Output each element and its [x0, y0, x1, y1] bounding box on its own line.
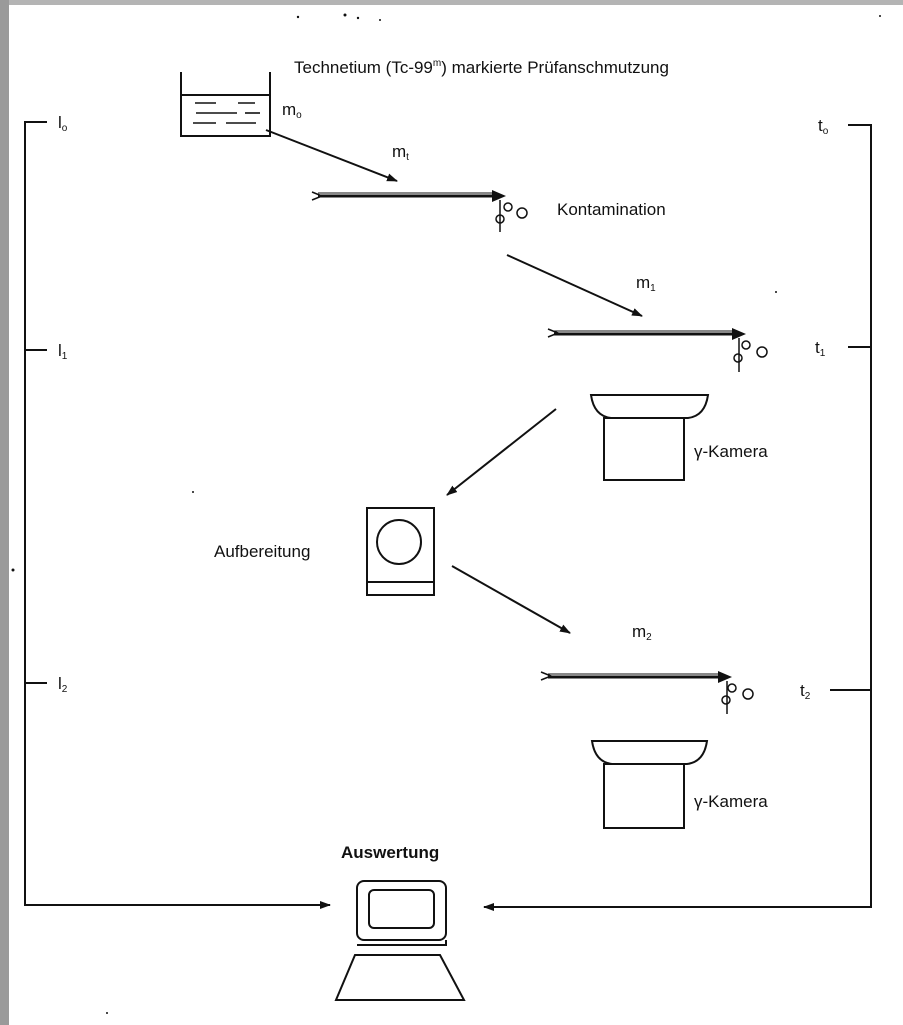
right-label-t2: t2 — [800, 681, 811, 702]
surgical-instrument-icon — [311, 190, 528, 232]
label-mt: mt — [392, 142, 409, 163]
diagram-sheet — [9, 5, 903, 1025]
label-aufbereitung: Aufbereitung — [214, 542, 310, 561]
gamma-camera-icon — [589, 394, 710, 481]
label-auswertung: Auswertung — [341, 843, 439, 862]
gamma-camera-icon — [590, 740, 709, 829]
label-kontamination: Kontamination — [557, 200, 666, 219]
diagram-title: Technetium (Tc-99m) markierte Prüfanschm… — [294, 58, 669, 77]
computer-monitor-icon — [334, 880, 466, 1001]
left-label-l0: lo — [58, 113, 68, 134]
label-gamma-kamera-1: γ-Kamera — [694, 442, 768, 461]
left-label-l1: l1 — [58, 341, 68, 362]
left-label-l2: l2 — [58, 674, 68, 695]
left-timeline: lo l1 l2 — [24, 113, 331, 909]
liquid-container-icon — [180, 72, 271, 137]
label-m1: m1 — [636, 273, 656, 294]
arrow-to-reprocessing — [446, 408, 557, 496]
right-label-t1: t1 — [815, 338, 826, 359]
label-m2: m2 — [632, 622, 652, 643]
arrow-to-measurement-1 — [506, 254, 643, 317]
arrow-to-measurement-2 — [451, 565, 571, 634]
right-timeline: to t1 t2 — [483, 116, 872, 911]
scan-border-left — [0, 0, 9, 1025]
arrow-to-contamination — [265, 129, 398, 182]
scan-border-top — [0, 0, 903, 5]
right-label-t0: to — [818, 116, 829, 137]
label-m0: mo — [282, 100, 302, 121]
scan-noise — [11, 13, 881, 1014]
surgical-instrument-icon — [540, 671, 754, 714]
label-gamma-kamera-2: γ-Kamera — [694, 792, 768, 811]
surgical-instrument-icon — [547, 328, 768, 372]
washer-icon — [366, 507, 435, 596]
